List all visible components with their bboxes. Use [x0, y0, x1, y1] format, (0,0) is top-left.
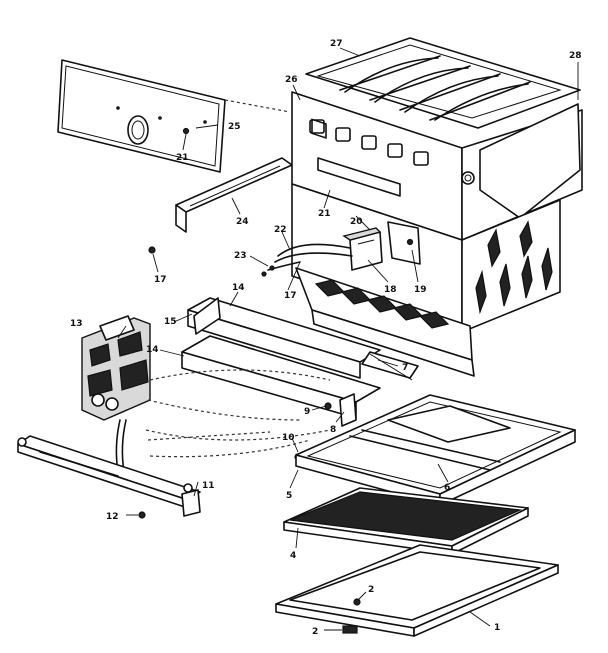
pilot-tubing	[145, 369, 331, 458]
callout-6: 6	[444, 483, 450, 493]
cover-plate	[57, 59, 291, 173]
callout-9: 9	[304, 407, 310, 417]
burner-manifold	[181, 297, 419, 419]
clip-2b	[342, 625, 358, 634]
callout-20: 20	[350, 217, 363, 227]
callout-8: 8	[330, 425, 336, 435]
callout-17a: 17	[154, 275, 167, 285]
callout-26: 26	[285, 75, 298, 85]
callout-15: 15	[164, 317, 177, 327]
side-rail	[175, 157, 293, 233]
callout-19: 19	[414, 285, 427, 295]
callout-14b: 14	[146, 345, 159, 355]
callout-10: 10	[282, 433, 295, 443]
heat-exchanger	[291, 37, 583, 333]
burner-box	[295, 267, 475, 377]
callout-22: 22	[274, 225, 287, 235]
gas-valve	[81, 315, 151, 473]
screw-2a	[353, 598, 361, 606]
callout-4: 4	[290, 551, 296, 561]
leader-lines	[117, 47, 579, 631]
bottom-frame	[275, 544, 559, 637]
callout-14a: 14	[232, 283, 245, 293]
callout-18: 18	[384, 285, 397, 295]
callout-28: 28	[569, 51, 582, 61]
callout-17b: 17	[284, 291, 297, 301]
callout-13: 13	[70, 319, 83, 329]
callouts: 25 21 24 17 26 27 28 21 20 22 23 17 18 1…	[70, 39, 582, 637]
callout-24: 24	[236, 217, 249, 227]
callout-1: 1	[494, 623, 500, 633]
filter	[283, 487, 529, 555]
callout-2a: 2	[368, 585, 374, 595]
callout-7: 7	[402, 363, 408, 373]
screw-17a	[148, 246, 156, 254]
callout-5: 5	[286, 491, 292, 501]
lower-rail	[17, 435, 201, 517]
callout-2b: 2	[312, 627, 318, 637]
callout-11: 11	[202, 481, 215, 491]
callout-23: 23	[234, 251, 247, 261]
callout-25: 25	[228, 122, 241, 132]
callout-21b: 21	[318, 209, 331, 219]
screw-12	[138, 511, 146, 519]
callout-12: 12	[106, 512, 119, 522]
callout-21a: 21	[176, 153, 189, 163]
ignition-module	[261, 221, 421, 277]
bracket	[339, 393, 357, 427]
callout-27: 27	[330, 39, 343, 49]
